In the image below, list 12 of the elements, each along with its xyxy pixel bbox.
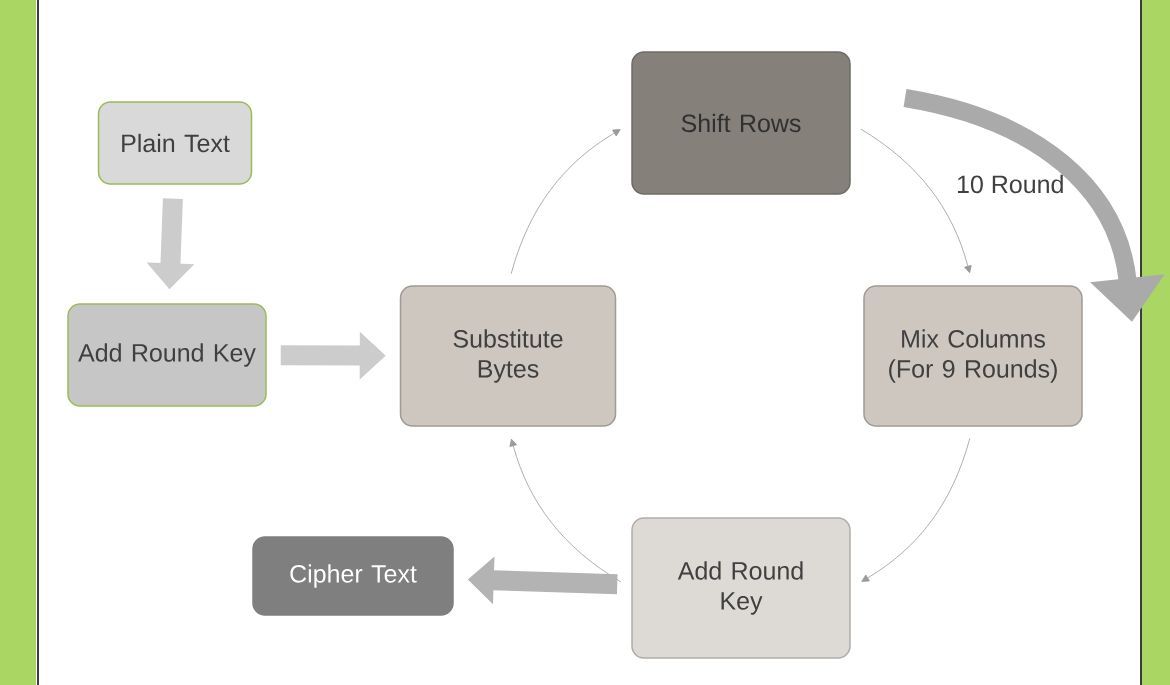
process-box: Add Round Key xyxy=(631,517,851,659)
arrow xyxy=(509,438,622,583)
round-label: 10 Round xyxy=(957,174,1063,194)
process-box: Add Round Key xyxy=(67,303,267,407)
process-box: Shift Rows xyxy=(631,51,851,195)
arrow xyxy=(860,128,972,274)
process-box: Substitute Bytes xyxy=(399,285,617,427)
arrow xyxy=(861,437,971,582)
arrow xyxy=(510,129,621,275)
process-box: Mix Columns (For 9 Rounds) xyxy=(863,285,1083,427)
process-box: Plain Text xyxy=(97,101,253,185)
process-box: Cipher Text xyxy=(252,536,454,616)
